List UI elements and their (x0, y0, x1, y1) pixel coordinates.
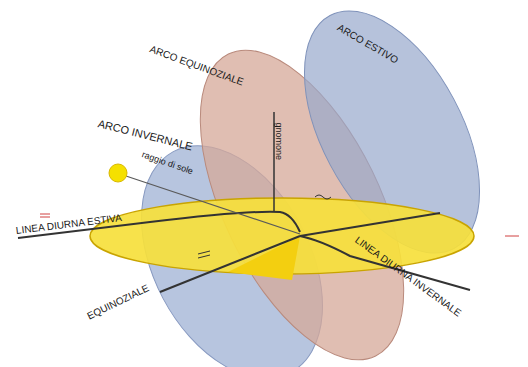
arc-label: gnomone (274, 123, 283, 161)
equinox-line (160, 236, 300, 292)
dial-sector (228, 236, 300, 280)
arc-label: EQUINOZIALE (86, 283, 151, 321)
cardinal-mark (505, 236, 519, 237)
cardinal-mark (198, 251, 210, 258)
sun (109, 164, 127, 182)
sun-ray (120, 174, 300, 234)
cardinal-mark (40, 214, 50, 217)
arc-label: ARCO INVERNALE (97, 118, 194, 152)
east-west-line (300, 213, 440, 236)
cardinal-mark (315, 195, 331, 199)
